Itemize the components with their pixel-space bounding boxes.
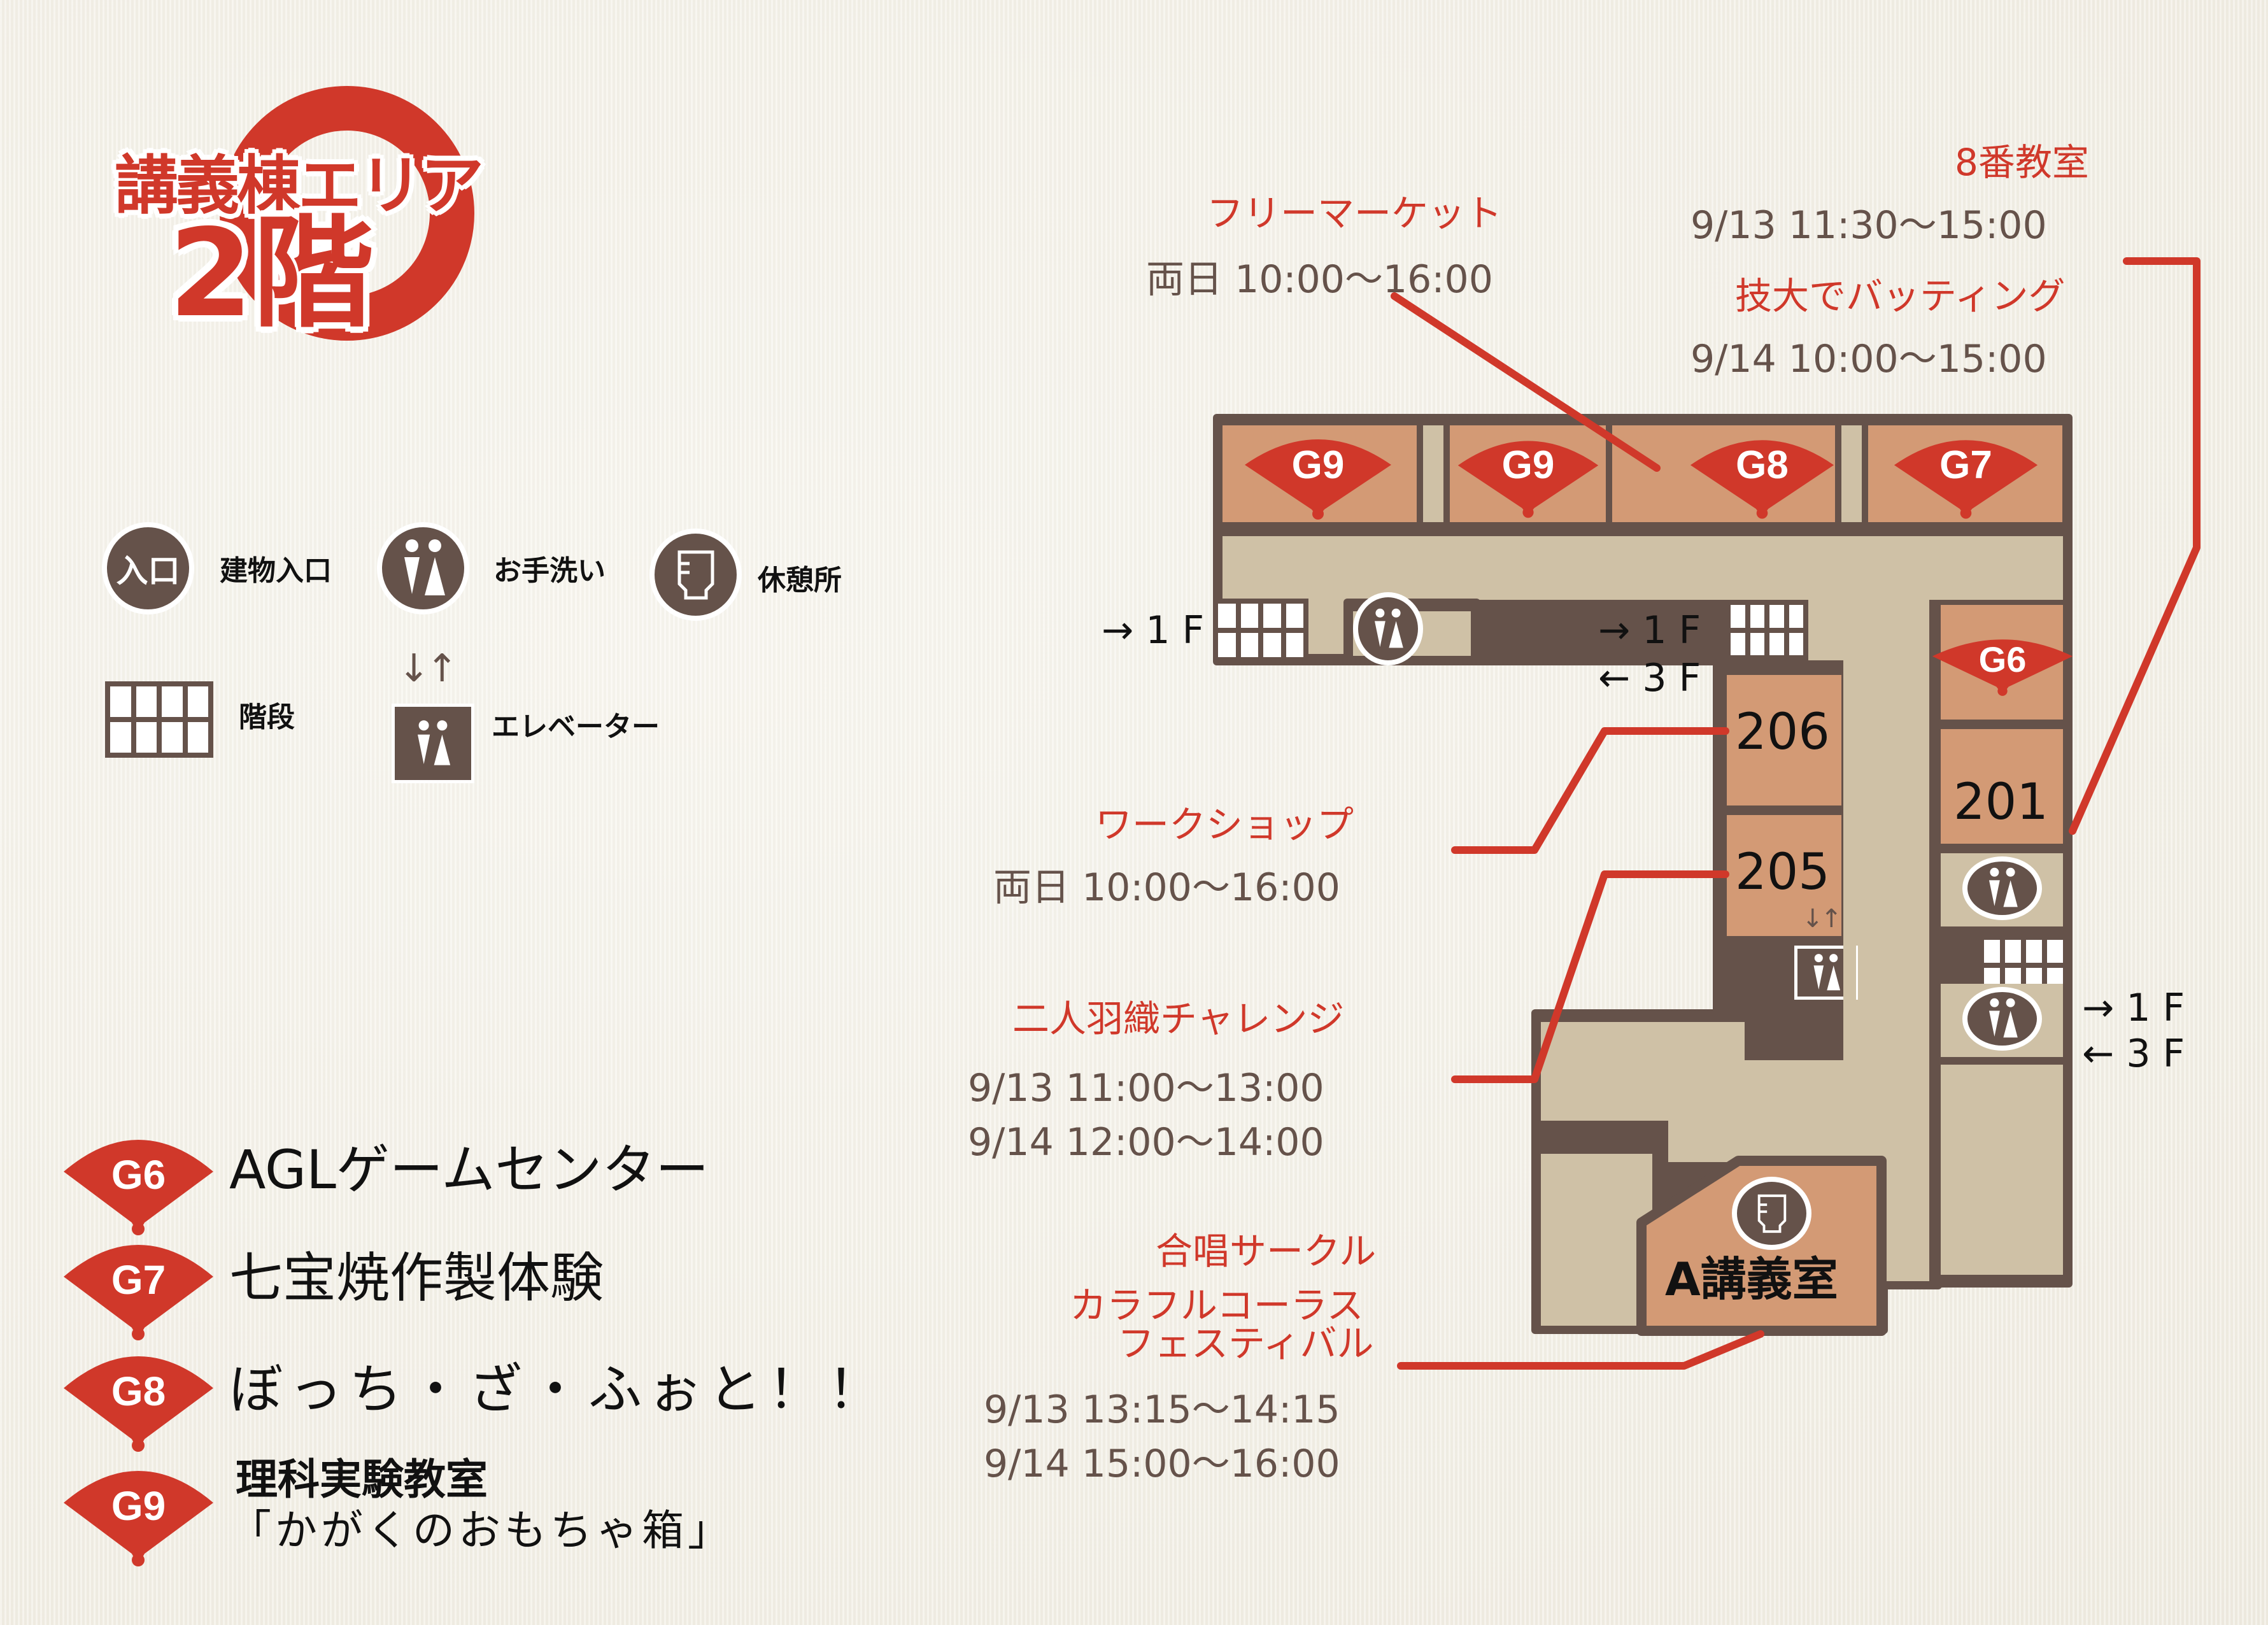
event-time-flea-market: 両日 10:00〜16:00 xyxy=(1146,257,1493,302)
room-label-206: 206 xyxy=(1735,704,1830,761)
lower-left-room xyxy=(1541,1022,1745,1121)
legend-label-stairs: 階段 xyxy=(239,701,295,734)
room-201 xyxy=(1941,729,2063,844)
fan-badge-map-g8: G8 xyxy=(1687,430,1837,525)
corridor-upper-center xyxy=(1808,600,1929,660)
event-title-chorus-2: カラフルコーラス xyxy=(1070,1284,1364,1327)
legend-label-restroom: お手洗い xyxy=(493,555,606,587)
fan-badge-map-g7: G7 xyxy=(1891,430,2041,525)
event-time-chorus-1: 9/13 13:15〜14:15 xyxy=(984,1387,1340,1432)
event-time-workshop: 両日 10:00〜16:00 xyxy=(993,865,1340,910)
activity-list: G6 AGLゲームセンター G7 七宝焼作製体験 G8 ぼっち・ざ・ふぉと！！ … xyxy=(60,1108,984,1566)
corridor-lower-bottom-right xyxy=(1885,1159,1929,1277)
event-title-workshop: ワークショップ xyxy=(1095,803,1354,846)
activity-name-g7: 七宝焼作製体験 xyxy=(229,1247,604,1309)
pillar-1 xyxy=(1423,425,1443,522)
event-time-room8: 9/13 11:30〜15:00 xyxy=(1690,203,2047,248)
restroom-icon-right-2[interactable] xyxy=(1962,987,2042,1051)
elevator-icon xyxy=(392,704,474,783)
event-title-chorus-3: フェスティバル xyxy=(1117,1322,1374,1365)
floor-link-right-down: ← 3 F xyxy=(2082,1032,2185,1076)
activity-name-g8: ぼっち・ざ・ふぉと！！ xyxy=(229,1358,888,1421)
legend: 入口 建物入口 お手洗い 休憩所 階段 ↓↑ エレベーター xyxy=(102,522,930,790)
activity-name-g6: AGLゲームセンター xyxy=(229,1139,709,1201)
restroom-icon-left[interactable] xyxy=(1353,592,1423,665)
floor-link-center-up: → 1 F xyxy=(1598,608,1701,653)
event-time-ninin-haori-1: 9/13 11:00〜13:00 xyxy=(968,1066,1324,1111)
event-time-batting: 9/14 10:00〜15:00 xyxy=(1690,337,2047,381)
room-label-lecture-a: A講義室 xyxy=(1665,1252,1838,1306)
fan-badge-g7: G7 xyxy=(60,1232,216,1347)
event-title-room8: 8番教室 xyxy=(1955,141,2089,184)
stairs-icon xyxy=(105,681,213,758)
activity-name-g9-line1: 理科実験教室 xyxy=(236,1455,488,1504)
right-bottom-room xyxy=(1941,1065,2063,1275)
fan-badge-map-g9-b: G9 xyxy=(1455,430,1601,525)
fan-badge-map-g9-a: G9 xyxy=(1242,430,1394,525)
elevator-arrows-icon: ↓↑ xyxy=(398,646,458,691)
stairs-center[interactable] xyxy=(1726,600,1808,660)
restroom-icon-right-1[interactable] xyxy=(1962,856,2042,920)
event-title-batting: 技大でバッティング xyxy=(1735,274,2066,318)
elevator-arrows: ↓↑ xyxy=(1802,904,1842,933)
area-title: 講義棟エリア xyxy=(115,148,484,223)
corridor-lower-left xyxy=(1541,1154,1652,1326)
activity-name-g9-line2: 「かがくのおもちゃ箱」 xyxy=(229,1506,734,1555)
room-label-205: 205 xyxy=(1735,844,1830,901)
fan-badge-g9: G9 xyxy=(60,1458,216,1573)
room-label-201: 201 xyxy=(1953,774,2048,831)
legend-label-rest-area: 休憩所 xyxy=(758,564,842,597)
event-time-ninin-haori-2: 9/14 12:00〜14:00 xyxy=(968,1120,1324,1165)
corridor-left-stub xyxy=(1308,600,1350,654)
fan-badge-map-g6: G6 xyxy=(1929,627,2076,704)
floor-link-center-down: ← 3 F xyxy=(1598,656,1701,700)
event-time-chorus-2: 9/14 15:00〜16:00 xyxy=(984,1442,1340,1486)
pillar-2 xyxy=(1841,425,1862,522)
entrance-icon: 入口 xyxy=(102,522,194,614)
room-205 xyxy=(1727,815,1841,936)
legend-label-entrance: 建物入口 xyxy=(220,555,332,587)
stairs-left[interactable] xyxy=(1213,599,1308,662)
event-title-chorus-1: 合唱サークル xyxy=(1156,1230,1377,1273)
floor-link-right-up: → 1 F xyxy=(2082,986,2185,1030)
corridor-top xyxy=(1223,536,2063,600)
rest-area-icon-map[interactable] xyxy=(1732,1177,1811,1250)
floor-link-left: → 1 F xyxy=(1102,608,1205,653)
event-title-ninin-haori: 二人羽織チャレンジ xyxy=(1012,997,1345,1040)
fan-badge-g6: G6 xyxy=(60,1127,216,1242)
legend-label-elevator: エレベーター xyxy=(492,711,660,743)
rest-area-cup-icon xyxy=(649,529,742,621)
corridor-center-gap xyxy=(1843,659,1856,1060)
floor-title: 2階 xyxy=(169,203,374,344)
room-206 xyxy=(1727,675,1841,805)
fan-badge-g8: G8 xyxy=(60,1344,216,1458)
restroom-icon xyxy=(377,522,469,614)
event-title-flea-market: フリーマーケット xyxy=(1207,192,1503,235)
